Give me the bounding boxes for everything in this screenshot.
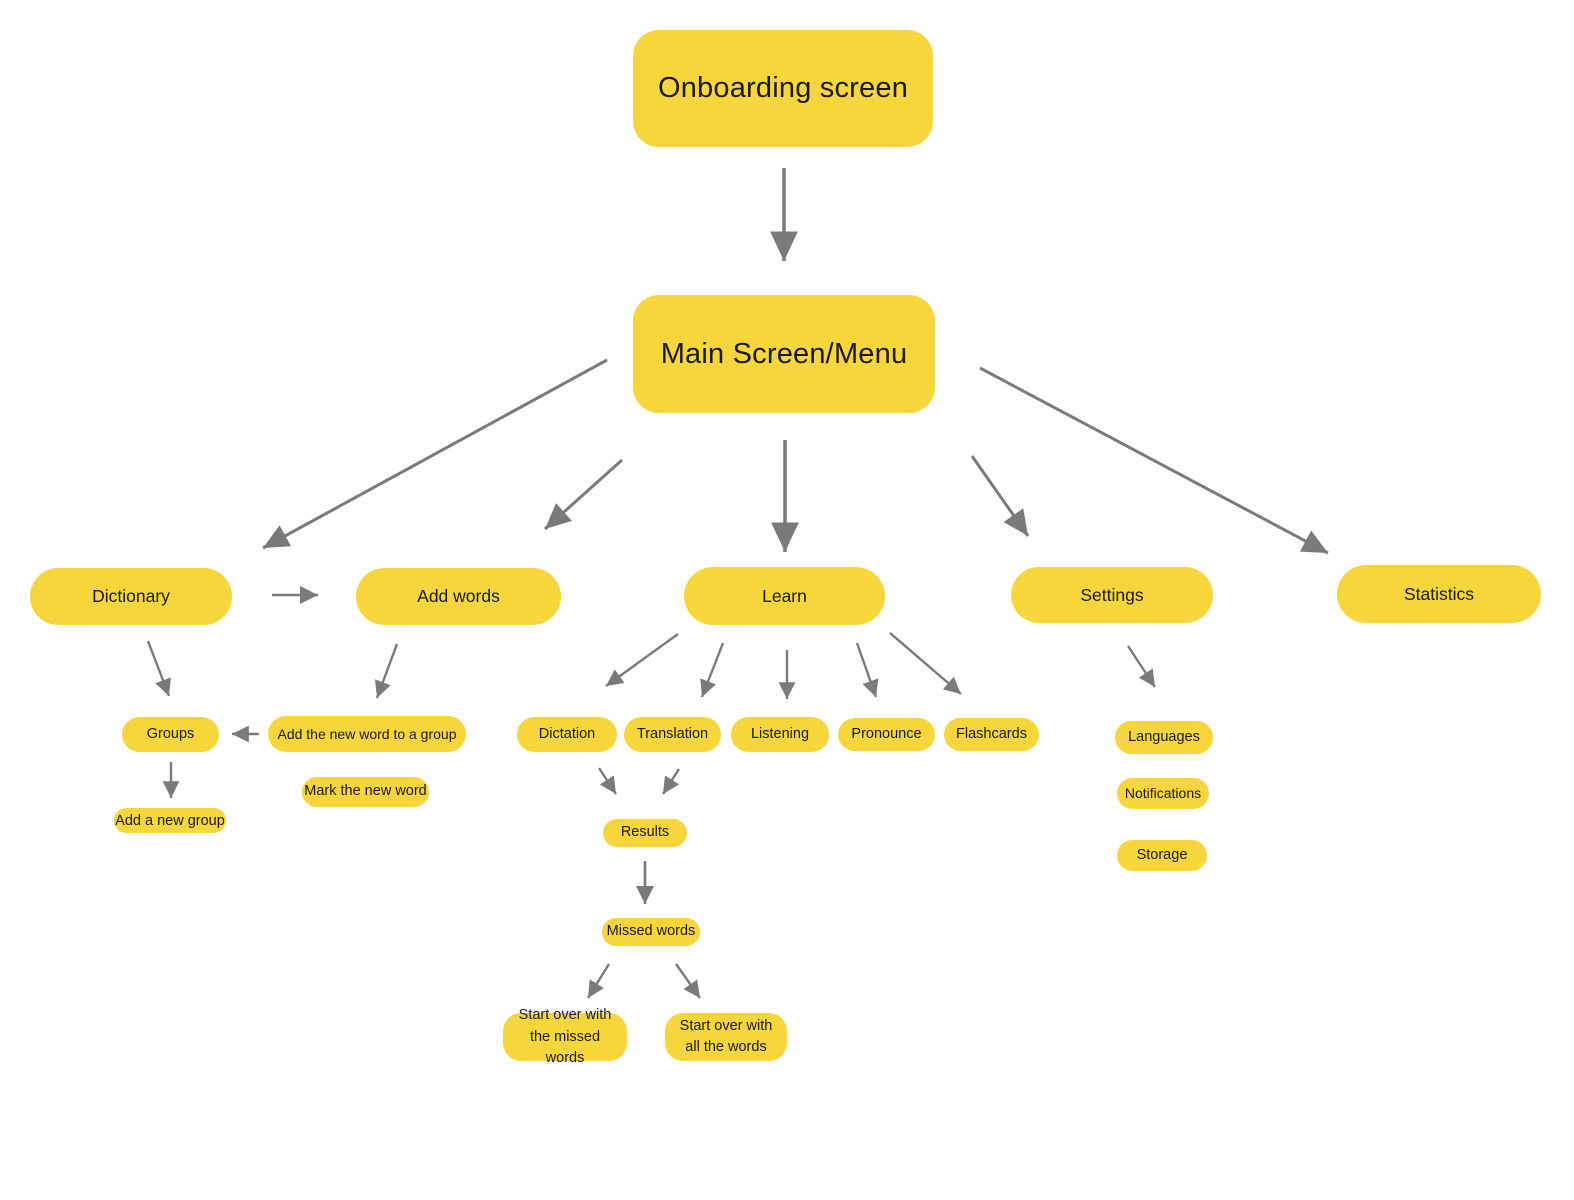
arrow-learn-to-pronounce: [855, 642, 879, 698]
node-main-screen-menu[interactable]: Main Screen/Menu: [633, 295, 935, 413]
node-flashcards[interactable]: Flashcards: [944, 718, 1039, 751]
arrow-missed-to-start-over-all: [675, 963, 701, 999]
node-groups[interactable]: Groups: [122, 717, 219, 752]
node-settings[interactable]: Settings: [1011, 567, 1213, 623]
arrow-main-to-statistics: [979, 366, 1329, 555]
arrow-learn-to-flashcards: [889, 632, 962, 695]
arrow-dictation-to-results: [597, 767, 618, 795]
arrow-learn-to-translation: [700, 642, 725, 698]
node-storage[interactable]: Storage: [1117, 840, 1207, 871]
node-dictation[interactable]: Dictation: [517, 717, 617, 752]
node-learn[interactable]: Learn: [684, 567, 885, 625]
node-start-over-missed-words[interactable]: Start over with the missed words: [503, 1007, 627, 1066]
node-add-word-to-group[interactable]: Add the new word to a group: [268, 716, 466, 752]
node-listening[interactable]: Listening: [731, 717, 829, 752]
arrow-main-to-add-words: [543, 458, 624, 531]
arrow-missed-to-start-over-missed: [586, 963, 611, 999]
arrow-main-to-settings: [970, 455, 1030, 537]
node-missed-words[interactable]: Missed words: [602, 918, 700, 946]
node-start-over-all-words[interactable]: Start over with all the words: [665, 1013, 787, 1061]
node-translation[interactable]: Translation: [624, 717, 721, 752]
arrow-main-to-dictionary: [262, 358, 608, 550]
arrow-add-words-to-group-assign: [374, 643, 399, 699]
arrow-learn-to-dictation: [605, 633, 679, 687]
node-notifications[interactable]: Notifications: [1117, 778, 1209, 809]
node-statistics[interactable]: Statistics: [1337, 565, 1541, 623]
node-results[interactable]: Results: [603, 819, 687, 847]
arrow-translation-to-results: [661, 768, 681, 795]
node-dictionary[interactable]: Dictionary: [30, 568, 232, 625]
node-add-words[interactable]: Add words: [356, 568, 561, 625]
node-add-a-new-group[interactable]: Add a new group: [114, 808, 226, 833]
node-pronounce[interactable]: Pronounce: [838, 718, 935, 751]
arrow-settings-to-languages: [1126, 645, 1157, 688]
node-languages[interactable]: Languages: [1115, 721, 1213, 754]
node-mark-the-new-word[interactable]: Mark the new word: [302, 777, 429, 807]
arrow-dictionary-to-groups: [146, 640, 171, 697]
node-onboarding-screen[interactable]: Onboarding screen: [633, 30, 933, 147]
